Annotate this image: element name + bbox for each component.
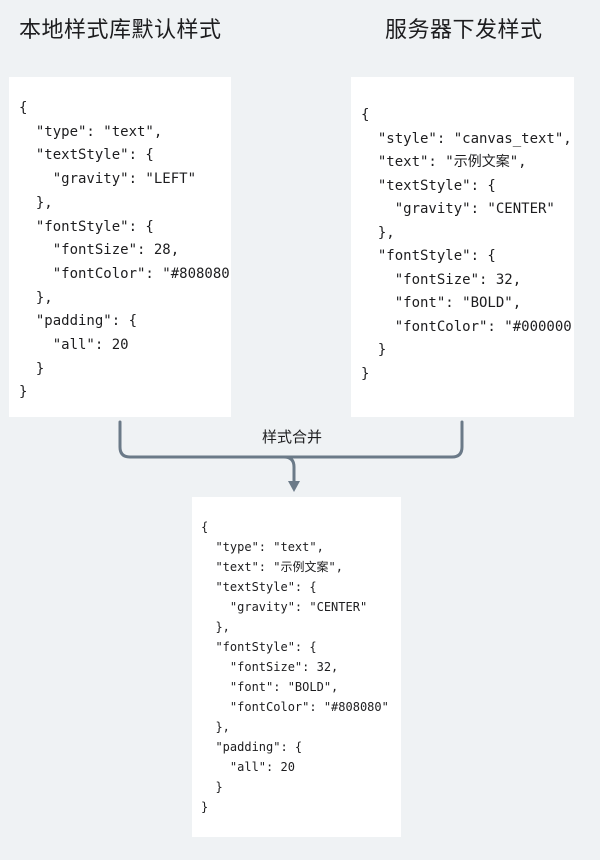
merge-label: 样式合并	[262, 428, 323, 446]
merged-result-card: { "type": "text", "text": "示例文案", "textS…	[192, 497, 401, 837]
server-style-heading: 服务器下发样式	[385, 18, 543, 43]
merge-arrow-head	[288, 481, 300, 492]
local-default-style-heading: 本地样式库默认样式	[19, 18, 222, 43]
local-default-style-json: { "type": "text", "textStyle": { "gravit…	[19, 100, 231, 401]
server-style-card: { "style": "canvas_text", "text": "示例文案"…	[351, 77, 574, 417]
merge-connector-line	[118, 420, 464, 459]
server-style-json: { "style": "canvas_text", "text": "示例文案"…	[361, 107, 574, 382]
merge-connector-drop	[282, 455, 296, 485]
local-default-style-card: { "type": "text", "textStyle": { "gravit…	[9, 77, 231, 417]
merged-result-json: { "type": "text", "text": "示例文案", "textS…	[201, 520, 389, 814]
